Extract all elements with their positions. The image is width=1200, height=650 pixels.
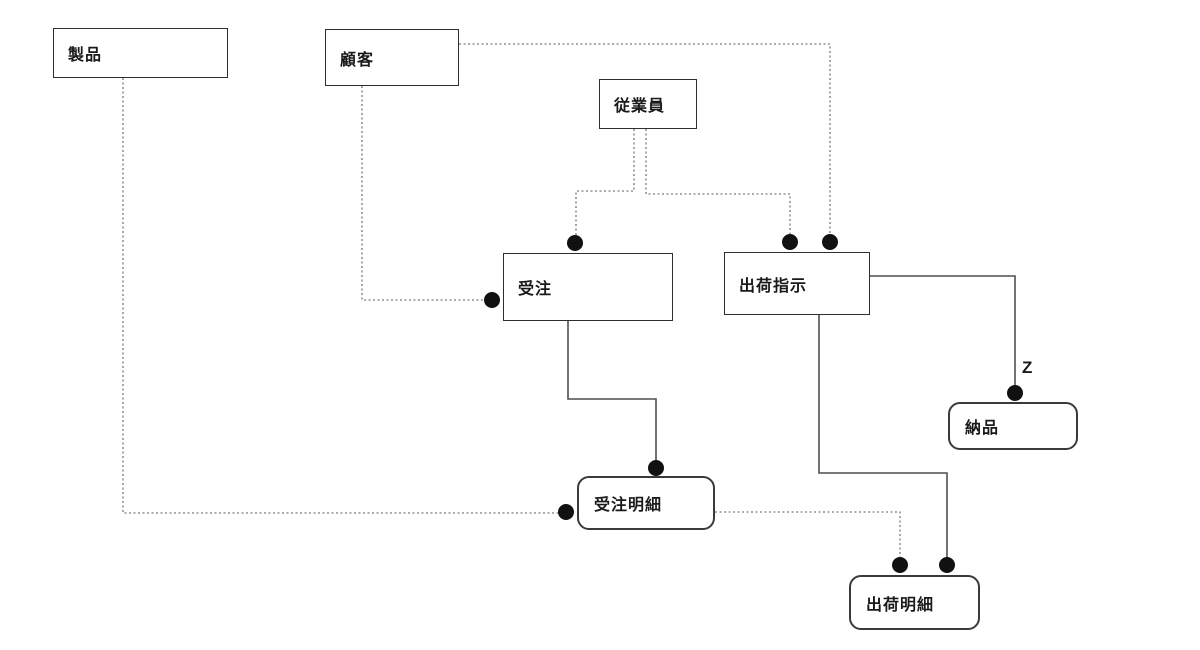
connector-customer-shipping-instruction [459, 43, 831, 243]
entity-delivery-label: 納品 [965, 420, 1000, 437]
entity-customer-label: 顧客 [340, 51, 375, 69]
connector-employee-order [575, 129, 635, 243]
cardinality-z-label: Z [1022, 358, 1033, 377]
entity-delivery[interactable]: 納品 [948, 402, 1078, 450]
entity-shipping-detail[interactable]: 出荷明細 [849, 575, 980, 630]
entity-customer[interactable]: 顧客 [325, 29, 459, 86]
entity-employee-label: 従業員 [614, 98, 666, 115]
cardinality-dot-order-detail-left [558, 504, 574, 520]
connector-employee-shipping-instruction [645, 129, 791, 243]
cardinality-dot-shipping-detail-top-1 [892, 557, 908, 573]
connector-customer-order [361, 86, 492, 301]
entity-order[interactable]: 受注 [503, 253, 673, 321]
entity-order-detail[interactable]: 受注明細 [577, 476, 715, 530]
entity-order-detail-label: 受注明細 [594, 497, 663, 514]
connector-order-detail-shipping-detail [715, 511, 901, 565]
entity-shipping-instruction-label: 出荷指示 [739, 277, 808, 295]
cardinality-dot-shipping-instruction-top-1 [782, 234, 798, 250]
cardinality-dot-order-top [567, 235, 583, 251]
entity-shipping-instruction[interactable]: 出荷指示 [724, 252, 870, 315]
entity-product[interactable]: 製品 [53, 28, 228, 78]
connector-product-order-detail [122, 78, 566, 514]
cardinality-dot-order-detail-top [648, 460, 664, 476]
entity-product-label: 製品 [68, 47, 103, 64]
entity-employee[interactable]: 従業員 [599, 79, 697, 129]
cardinality-dot-shipping-instruction-top-2 [822, 234, 838, 250]
cardinality-dot-order-left [484, 292, 500, 308]
connector-shipping-instruction-shipping-detail [818, 315, 948, 565]
entity-order-label: 受注 [518, 281, 553, 298]
connector-shipping-instruction-delivery [870, 275, 1016, 393]
cardinality-dot-delivery-top [1007, 385, 1023, 401]
entity-shipping-detail-label: 出荷明細 [866, 596, 935, 614]
connector-order-order-detail [567, 321, 657, 468]
cardinality-dot-shipping-detail-top-2 [939, 557, 955, 573]
